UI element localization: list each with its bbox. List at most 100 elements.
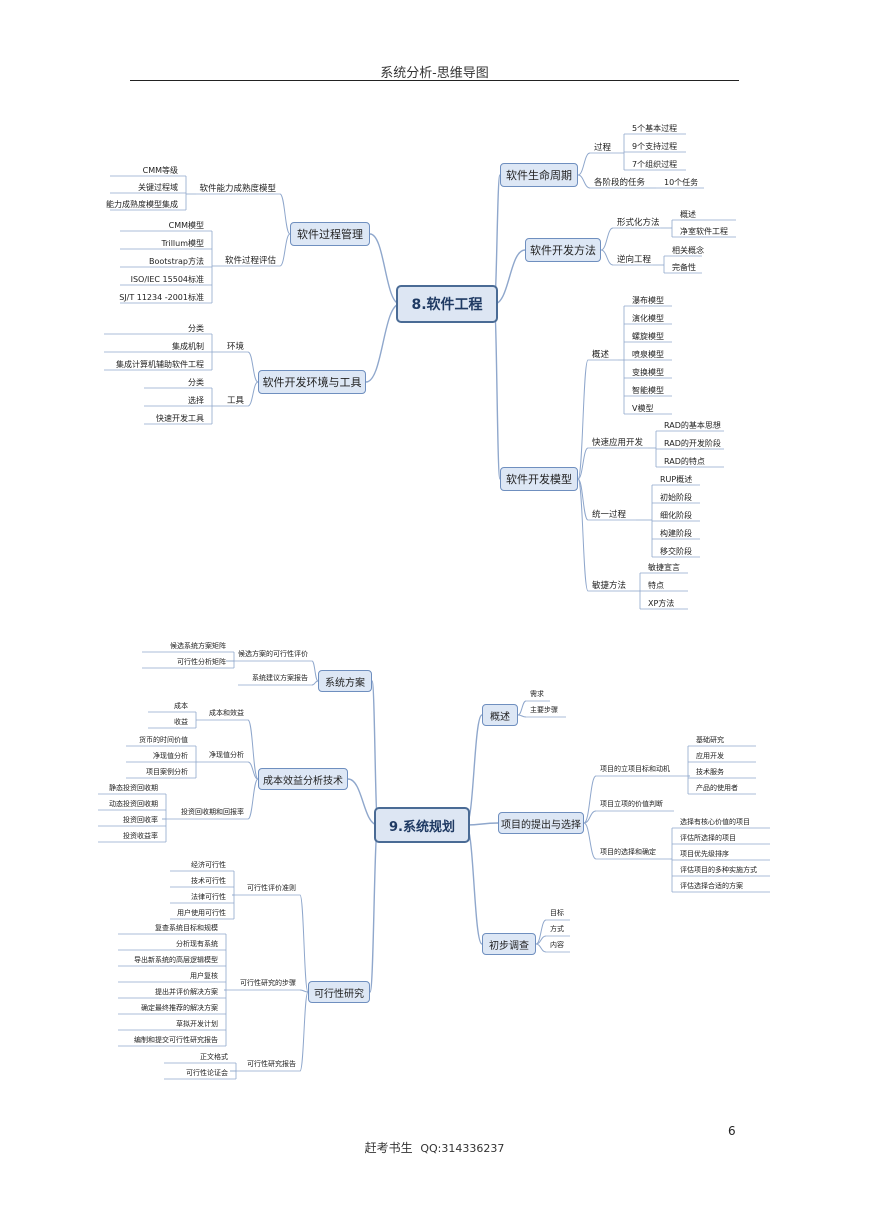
map1-sub-right-0-1: 各阶段的任务 xyxy=(594,178,646,188)
map2-link-main-sub-left-1-1 xyxy=(247,761,259,780)
map2-sub-left-2-0: 可行性评价准则 xyxy=(247,884,296,892)
map2-link-main-sub-right-1-1 xyxy=(583,810,597,824)
map2-branch-left-1: 成本效益分析技术 xyxy=(258,768,348,790)
map2-sub-left-0-1: 系统建议方案报告 xyxy=(252,674,308,682)
map1-sub-right-1-0: 形式化方法 xyxy=(617,218,660,228)
map1-leaf-right-2-3-0: 敏捷宣言 xyxy=(648,563,680,572)
map1-link-main-sub-right-0-1 xyxy=(577,174,591,189)
map1-leaf-right-2-0-4: 变换模型 xyxy=(632,368,664,377)
map2-leaf-left-2-0-2: 法律可行性 xyxy=(191,893,226,901)
map1-link-main-sub-right-2-3 xyxy=(577,478,589,592)
map1-branch-right-0: 软件生命周期 xyxy=(500,163,578,187)
map2-branch-right-1: 项目的提出与选择 xyxy=(498,812,584,834)
map1-leaf-right-0-1-0: 10个任务 xyxy=(664,178,699,187)
map2-leaf-right-1-0-3: 产品的使用者 xyxy=(696,784,738,792)
map2-leaf-left-1-1-1: 净现值分析 xyxy=(153,752,188,760)
map2-leaf-left-2-1-3: 用户复核 xyxy=(190,972,218,980)
map1-sub-left-1-1: 工具 xyxy=(226,396,244,406)
map1-link-main-sub-left-0-0 xyxy=(279,193,291,235)
map2-link-main-sub-left-1-0 xyxy=(247,719,259,780)
map1-sub-right-2-3: 敏捷方法 xyxy=(592,581,627,591)
map2-link-main-sub-right-1-0 xyxy=(583,775,597,824)
map2-leaf-left-1-0-0: 成本 xyxy=(174,702,188,710)
map2-leaf-right-1-0-1: 应用开发 xyxy=(696,752,724,760)
map2-link-main-sub-left-2-0 xyxy=(299,894,309,993)
map1-leaf-right-2-0-0: 瀑布模型 xyxy=(632,296,664,305)
map1-leaf-right-2-0-2: 螺旋模型 xyxy=(632,332,664,341)
map2-link-root-left-0 xyxy=(371,680,379,826)
map1-branch-left-1: 软件开发环境与工具 xyxy=(258,370,366,394)
map1-leaf-left-0-0-0: CMM等级 xyxy=(142,166,178,175)
map1-link-main-sub-left-1-1 xyxy=(247,381,259,407)
map1-leaf-right-2-1-0: RAD的基本思想 xyxy=(664,421,721,430)
map1-leaf-left-0-1-2: Bootstrap方法 xyxy=(149,257,204,266)
footer-author: 赶考书生 xyxy=(364,1141,413,1155)
map2-branch-right-2: 初步调查 xyxy=(482,933,536,955)
map2-leaf-left-1-2-1: 动态投资回收期 xyxy=(109,800,158,808)
map1-link-root-left-0 xyxy=(369,233,401,305)
map1-sub-left-1-0: 环境 xyxy=(226,342,244,352)
map2-link-main-sub-left-2-1 xyxy=(299,989,309,993)
map2-sub-left-2-1: 可行性研究的步骤 xyxy=(240,979,296,987)
map1-branch-right-1: 软件开发方法 xyxy=(525,238,601,262)
map2-leaf-left-2-1-5: 确定最终推荐的解决方案 xyxy=(141,1004,218,1012)
map2-leaf-left-0-0-0: 候选系统方案矩阵 xyxy=(170,642,226,650)
map2-sub-left-1-0: 成本和效益 xyxy=(209,709,244,717)
map2-sub-right-2-1: 方式 xyxy=(550,925,564,933)
map1-leaf-right-0-0-1: 9个支持过程 xyxy=(632,142,678,151)
map2-leaf-left-2-0-0: 经济可行性 xyxy=(191,861,226,869)
map1-link-main-sub-right-2-0 xyxy=(577,359,589,480)
map2-sub-right-1-2: 项目的选择和确定 xyxy=(600,848,656,856)
map2-leaf-left-2-2-0: 正文格式 xyxy=(200,1053,228,1061)
map1-sub-right-1-1: 逆向工程 xyxy=(617,255,652,265)
map1-link-main-sub-right-2-1 xyxy=(577,447,589,480)
map1-leaf-right-1-0-0: 概述 xyxy=(680,210,696,219)
map2-link-main-sub-left-1-2 xyxy=(247,778,259,820)
map2-sub-right-0-1: 主要步骤 xyxy=(530,706,558,714)
map2-sub-right-2-2: 内容 xyxy=(550,941,564,949)
map1-leaf-left-1-0-2: 集成计算机辅助软件工程 xyxy=(116,360,204,369)
map1-leaf-left-0-1-1: Trillum模型 xyxy=(161,239,204,248)
map1-sub-left-0-0: 软件能力成熟度模型 xyxy=(199,184,276,194)
map1-sub-right-2-0: 概述 xyxy=(592,350,610,360)
map2-link-root-right-1 xyxy=(465,822,499,826)
map2-sub-left-2-2: 可行性研究报告 xyxy=(247,1060,296,1068)
map2-link-main-sub-right-1-2 xyxy=(583,822,597,860)
map1-leaf-right-2-0-5: 智能模型 xyxy=(632,386,664,395)
map1-link-main-sub-right-0-0 xyxy=(577,152,591,176)
map1-link-main-sub-left-0-1 xyxy=(279,233,291,267)
page-number: 6 xyxy=(728,1124,736,1138)
map2-link-root-left-2 xyxy=(369,824,379,993)
map1-leaf-right-0-0-2: 7个组织过程 xyxy=(632,160,678,169)
map1-leaf-left-0-1-0: CMM模型 xyxy=(168,221,204,230)
map2-leaf-left-1-2-2: 投资回收率 xyxy=(123,816,158,824)
map2-link-main-sub-left-0-0 xyxy=(311,660,319,682)
map1-leaf-left-0-0-2: 能力成熟度模型集成 xyxy=(106,200,178,209)
map1-sub-right-2-1: 快速应用开发 xyxy=(592,438,644,448)
map1-branch-left-0: 软件过程管理 xyxy=(290,222,370,246)
map2-link-main-sub-right-0-1 xyxy=(517,714,527,718)
map2-leaf-left-1-0-1: 收益 xyxy=(174,718,188,726)
map1-leaf-right-2-2-3: 构建阶段 xyxy=(660,529,692,538)
map2-leaf-left-2-1-1: 分析现有系统 xyxy=(176,940,218,948)
map1-leaf-right-2-2-2: 细化阶段 xyxy=(660,511,692,520)
map2-leaf-right-1-2-3: 评估项目的多种实施方式 xyxy=(680,866,757,874)
map2-leaf-right-1-0-0: 基础研究 xyxy=(696,736,724,744)
map2-leaf-left-1-1-0: 货币的时间价值 xyxy=(139,736,188,744)
map1-leaf-right-2-1-1: RAD的开发阶段 xyxy=(664,439,721,448)
map2-link-main-sub-right-2-2 xyxy=(535,943,547,953)
map1-leaf-right-0-0-0: 5个基本过程 xyxy=(632,124,678,133)
map2-link-root-right-2 xyxy=(465,824,483,945)
map1-root-node: 8.软件工程 xyxy=(396,285,498,323)
map2-link-main-sub-right-0-0 xyxy=(517,700,527,716)
map2-sub-left-1-1: 净现值分析 xyxy=(209,751,244,759)
map2-leaf-left-2-1-0: 复查系统目标和规模 xyxy=(155,924,218,932)
map1-leaf-left-1-0-1: 集成机制 xyxy=(172,342,204,351)
map1-leaf-left-1-1-1: 选择 xyxy=(188,396,204,405)
map1-leaf-right-2-2-1: 初始阶段 xyxy=(660,493,692,502)
map2-leaf-left-2-1-7: 编制和提交可行性研究报告 xyxy=(134,1036,218,1044)
map1-leaf-left-1-1-2: 快速开发工具 xyxy=(156,414,204,423)
map2-leaf-left-2-1-6: 草拟开发计划 xyxy=(176,1020,218,1028)
map2-branch-right-0: 概述 xyxy=(482,704,518,726)
map1-leaf-right-2-3-1: 特点 xyxy=(648,581,664,590)
